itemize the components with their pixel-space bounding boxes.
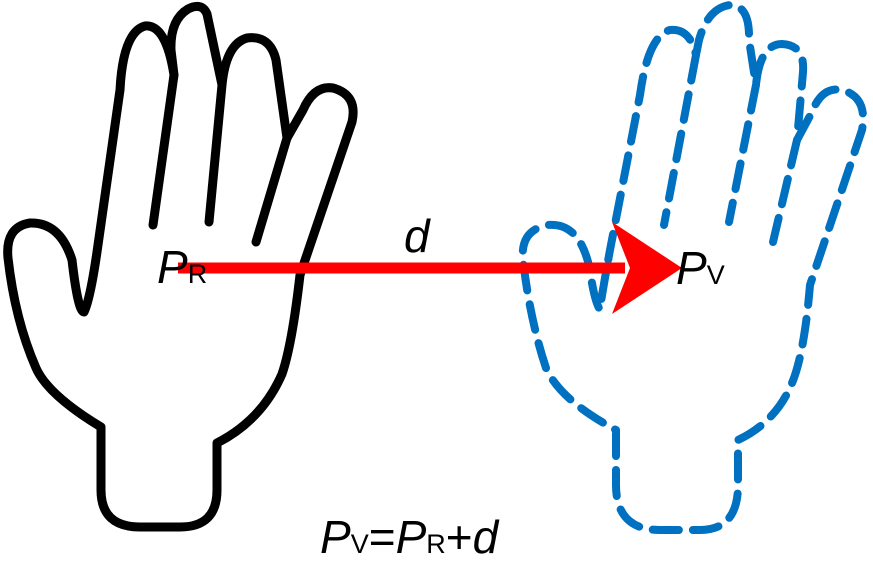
virtual-hand-finger-crease-1 (660, 51, 700, 229)
virtual-point-subscript: V (707, 260, 725, 290)
real-point-label: PR (157, 241, 207, 293)
virtual-hand-finger-crease-2 (725, 81, 760, 226)
equation-rhs-term: d (473, 511, 500, 563)
arrow-head (612, 222, 682, 314)
equation: PV=PR+d (320, 511, 500, 563)
virtual-hand-finger-crease-3 (769, 136, 801, 246)
equation-equals: = (369, 511, 396, 563)
virtual-point-symbol: P (676, 242, 707, 294)
virtual-point-label: PV (676, 242, 725, 294)
real-hand-finger-crease-1 (148, 70, 179, 230)
virtual-hand (518, 1, 867, 534)
real-point-subscript: R (188, 259, 208, 289)
real-hand-finger-crease-3 (251, 133, 292, 247)
equation-rhs-symbol: P (396, 511, 427, 563)
real-hand-outline (3, 1, 358, 532)
displacement-arrow (178, 222, 682, 314)
equation-lhs-symbol: P (320, 511, 351, 563)
real-point-symbol: P (157, 241, 188, 293)
real-hand (3, 1, 358, 532)
displacement-label: d (404, 210, 431, 262)
virtual-hand-outline (518, 1, 867, 534)
equation-lhs-subscript: V (351, 529, 369, 559)
equation-plus: + (446, 511, 473, 563)
equation-rhs-subscript: R (426, 529, 446, 559)
real-hand-finger-crease-2 (204, 80, 227, 227)
